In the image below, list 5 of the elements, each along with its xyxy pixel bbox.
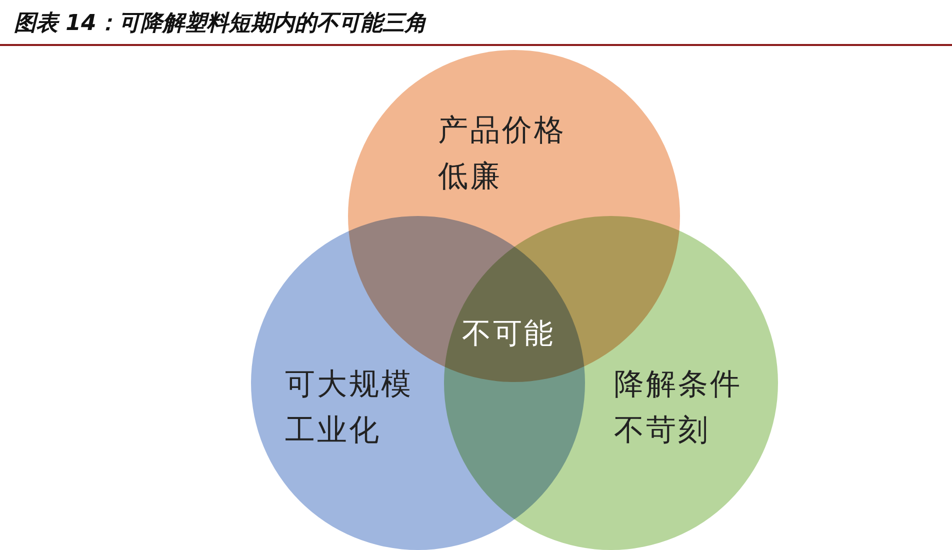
- circle-label: 产品价格低廉: [438, 112, 567, 196]
- circle-label: 降解条件不苛刻: [614, 366, 743, 450]
- circle-label: 可大规模工业化: [285, 366, 414, 450]
- center-label: 不可能: [462, 315, 555, 352]
- figure-title: 图表 14：可降解塑料短期内的不可能三角: [14, 10, 426, 38]
